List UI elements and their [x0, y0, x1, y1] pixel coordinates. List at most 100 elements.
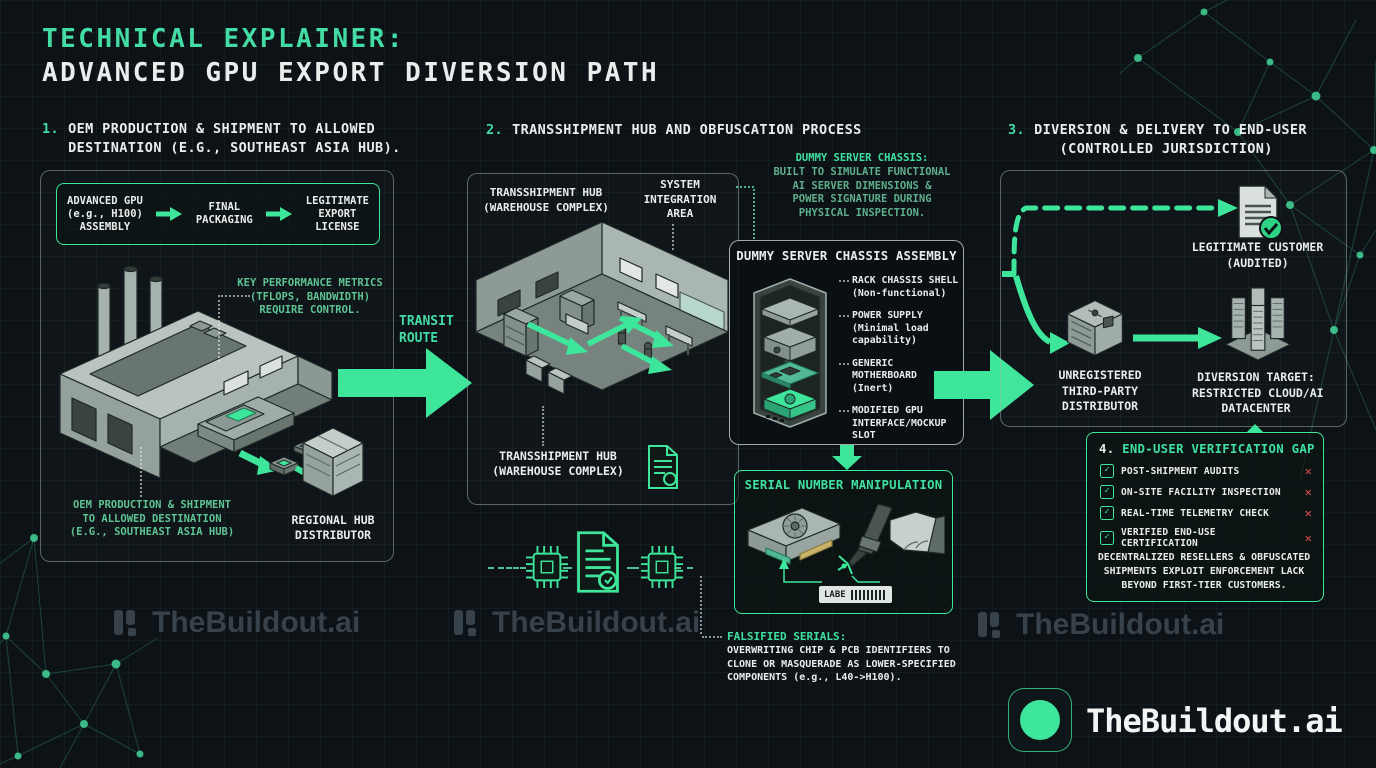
transit-block-arrow: [338, 348, 472, 418]
serial-box-title: SERIAL NUMBER MANIPULATION: [744, 478, 943, 492]
watermark: TheBuildout.ai: [452, 606, 700, 640]
verification-footnote: DECENTRALIZED RESELLERS & OBFUSCATED SHI…: [1097, 552, 1311, 591]
checkbox-check-icon: ✓: [1100, 485, 1114, 499]
distributor-box-icon: [1067, 300, 1123, 356]
falsified-leader-v: [700, 576, 702, 634]
distributor-label: UNREGISTERED THIRD-PARTY DISTRIBUTOR: [1058, 368, 1142, 413]
hub-bottom-leader: [542, 406, 544, 446]
verification-item: ✓ POST-SHIPMENT AUDITS ✕: [1100, 464, 1312, 478]
verification-items: ✓ POST-SHIPMENT AUDITS ✕ ✓ ON-SITE FACIL…: [1100, 464, 1312, 556]
checkbox-check-icon: ✓: [1100, 464, 1114, 478]
watermark: TheBuildout.ai: [112, 606, 360, 640]
chassis-assembly-box: DUMMY SERVER CHASSIS ASSEMBLY: [729, 240, 964, 445]
section1-number: 1.: [42, 121, 60, 137]
datacenter-racks-icon: [1224, 287, 1292, 361]
chip-icon: [641, 546, 683, 588]
serial-label-sticker: LABE: [819, 586, 892, 603]
serial-label-text: LABE: [824, 589, 846, 600]
chip-connector: [675, 567, 693, 569]
section3-heading: 3. DIVERSION & DELIVERY TO END-USER (CON…: [1008, 121, 1307, 158]
checkbox-check-icon: ✓: [1100, 531, 1114, 545]
manifest-document-icon: [648, 445, 678, 489]
brand-name: TheBuildout.ai: [1086, 702, 1343, 740]
section1-heading: 1. OEM PRODUCTION & SHIPMENT TO ALLOWED …: [42, 120, 401, 157]
kpm-leader-v: [218, 300, 220, 362]
chip-connector: [488, 567, 504, 569]
flow-step-license: LEGITIMATE EXPORT LICENSE: [305, 194, 369, 233]
watermark-logo-icon: [978, 612, 1000, 638]
serial-manipulation-box: SERIAL NUMBER MANIPULATION: [734, 470, 953, 614]
chip-icon: [526, 546, 568, 588]
page-title-line1: TECHNICAL EXPLAINER:: [42, 24, 406, 54]
chassis-part-psu: POWER SUPPLY (Minimal load capability): [839, 310, 957, 348]
barcode-icon: [850, 589, 887, 600]
falsified-leader-h: [702, 636, 722, 638]
verification-title-row: 4. END-USER VERIFICATION GAP: [1099, 442, 1315, 456]
watermark-logo-icon: [454, 610, 476, 636]
diversion-block-arrow: [934, 350, 1034, 420]
section2-heading: 2. TRANSSHIPMENT HUB AND OBFUSCATION PRO…: [486, 121, 862, 140]
falsified-body: OVERWRITING CHIP & PCB IDENTIFIERS TO CL…: [727, 645, 956, 683]
chassis-part-shell: RACK CHASSIS SHELL (Non-functional): [839, 275, 959, 299]
verification-item-label: POST-SHIPMENT AUDITS: [1121, 465, 1240, 477]
dummy-note-title: DUMMY SERVER CHASSIS:: [795, 152, 929, 164]
dummy-note-body: BUILT TO SIMULATE FUNCTIONAL AI SERVER D…: [773, 166, 951, 219]
chassis-parts-list: RACK CHASSIS SHELL (Non-functional) POWE…: [839, 275, 959, 443]
checkbox-check-icon: ✓: [1100, 506, 1114, 520]
hub-label-bottom: TRANSSHIPMENT HUB (WAREHOUSE COMPLEX): [492, 449, 624, 478]
verification-number: 4.: [1099, 442, 1115, 456]
transit-route-label: TRANSIT ROUTE: [399, 314, 454, 346]
integration-area-label: SYSTEM INTEGRATION AREA: [643, 178, 717, 220]
oem-note: OEM PRODUCTION & SHIPMENT TO ALLOWED DES…: [69, 499, 235, 538]
verification-item: ✓ ON-SITE FACILITY INSPECTION ✕: [1100, 485, 1312, 499]
flow-arrow-icon: [156, 207, 183, 221]
section3-panel: [1000, 170, 1347, 427]
falsified-title: FALSIFIED SERIALS:: [727, 630, 847, 643]
watermark-text: TheBuildout.ai: [152, 606, 361, 639]
x-icon: ✕: [1304, 506, 1312, 520]
serial-illustration: [747, 503, 945, 583]
chip-connector: [563, 567, 572, 569]
verification-title: END-USER VERIFICATION GAP: [1122, 442, 1315, 456]
section3-number: 3.: [1008, 122, 1026, 138]
kpm-note: KEY PERFORMANCE METRICS (TFLOPS, BANDWID…: [237, 277, 383, 316]
verification-item-label: REAL-TIME TELEMETRY CHECK: [1121, 507, 1269, 519]
section3-flow-arrows: [1002, 199, 1238, 354]
flow-arrow-icon: [266, 207, 293, 221]
chip-connector: [506, 567, 526, 569]
brand-logo: [1008, 688, 1072, 752]
watermark-text: TheBuildout.ai: [492, 606, 701, 639]
chassis-to-serial-arrow: [832, 445, 862, 470]
integration-leader: [672, 224, 674, 250]
dummy-note-leader-h: [736, 186, 754, 188]
verification-item: ✓ REAL-TIME TELEMETRY CHECK ✕: [1100, 506, 1312, 520]
x-icon: ✕: [1304, 485, 1312, 499]
oem-flow-box: ADVANCED GPU (e.g., H100) ASSEMBLY FINAL…: [56, 183, 380, 245]
brand-logo-dot-icon: [1020, 700, 1060, 740]
watermark-text: TheBuildout.ai: [1016, 608, 1225, 641]
certificate-document-icon: [577, 531, 619, 593]
verification-gap-box: 4. END-USER VERIFICATION GAP ✓ POST-SHIP…: [1086, 432, 1324, 602]
diversion-target-label: DIVERSION TARGET: RESTRICTED CLOUD/AI DA…: [1192, 370, 1324, 415]
chassis-part-motherboard: GENERIC MOTHERBOARD (Inert): [839, 358, 957, 396]
audited-document-icon: [1238, 184, 1283, 240]
x-icon: ✕: [1304, 531, 1312, 545]
page-title-line2: ADVANCED GPU EXPORT DIVERSION PATH: [42, 58, 660, 88]
server-exploded-illustration: [753, 278, 827, 428]
network-decoration-top-right: [1120, 0, 1376, 481]
network-decoration-bottom-left: [0, 534, 159, 768]
flow-step-assembly: ADVANCED GPU (e.g., H100) ASSEMBLY: [67, 194, 143, 233]
kpm-leader-h: [218, 295, 250, 297]
section3-heading-text: DIVERSION & DELIVERY TO END-USER (CONTRO…: [1034, 122, 1307, 157]
flow-step-packaging: FINAL PACKAGING: [195, 201, 253, 226]
section1-panel: [40, 170, 394, 562]
factory-illustration: [59, 265, 364, 497]
section1-heading-text: OEM PRODUCTION & SHIPMENT TO ALLOWED DES…: [68, 121, 401, 156]
chassis-part-gpu-slot: MODIFIED GPU INTERFACE/MOCKUP SLOT: [839, 405, 957, 443]
oem-note-leader: [140, 447, 142, 497]
x-icon: ✕: [1304, 464, 1312, 478]
watermark: TheBuildout.ai: [976, 608, 1224, 642]
watermark-logo-icon: [114, 610, 136, 636]
verification-box-pointer: [1246, 424, 1264, 433]
